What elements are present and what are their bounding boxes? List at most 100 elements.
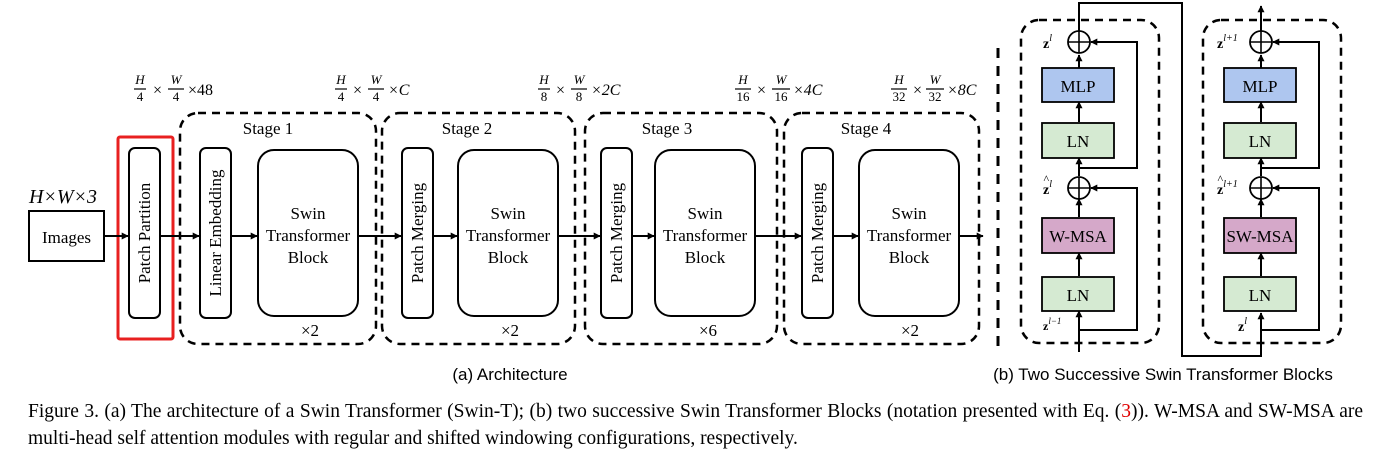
swmsa-label: SW-MSA xyxy=(1226,227,1294,246)
patch-merging-box-stage-2 xyxy=(401,147,434,319)
patch-merging-box-stage-3 xyxy=(600,147,633,319)
svg-text:×2C: ×2C xyxy=(591,82,621,99)
figure-caption: Figure 3. (a) The architecture of a Swin… xyxy=(28,398,1363,452)
svg-text:4: 4 xyxy=(373,89,380,104)
svg-text:W: W xyxy=(371,72,383,87)
z-hat-label: zl+1 xyxy=(1217,179,1238,198)
swin-architecture-diagram: H×W×3 Images Patch Partition Stage 1 Sta… xyxy=(28,2,1343,384)
swin-block-label-line-2: Transformer xyxy=(663,226,748,245)
hat-accent: ^ xyxy=(1044,172,1050,186)
swin-block-label-line-2: Transformer xyxy=(867,226,952,245)
swin-block-label-line-1: Swin xyxy=(291,204,326,223)
output-dims-stage-4: H 32 × W 32 ×8C xyxy=(891,72,977,104)
svg-text:×: × xyxy=(556,82,565,99)
stage-4-container xyxy=(782,111,981,346)
stage-1-repeat: ×2 xyxy=(301,321,319,340)
images-box xyxy=(28,210,105,262)
mlp-box xyxy=(1223,67,1297,103)
ln-box xyxy=(1041,276,1115,312)
svg-text:×: × xyxy=(913,82,922,99)
z-out-label: zl xyxy=(1043,33,1052,52)
caption-text-2: )). W-MSA and SW-MSA are multi-head self… xyxy=(28,401,1363,449)
patch-merging-box-stage-4 xyxy=(801,147,834,319)
svg-text:32: 32 xyxy=(929,89,942,104)
linear-embedding-box xyxy=(199,147,232,319)
z-in-label: zl−1 xyxy=(1043,316,1061,333)
ln-box xyxy=(1223,276,1297,312)
svg-text:4: 4 xyxy=(137,89,144,104)
input-dims-label: H×W×3 xyxy=(28,186,97,208)
ln-label: LN xyxy=(1249,132,1272,151)
equation-reference-link[interactable]: 3 xyxy=(1121,401,1132,422)
ln-box xyxy=(1041,122,1115,159)
linear-embedding-label: Linear Embedding xyxy=(206,169,225,296)
swin-block-label-line-1: Swin xyxy=(688,204,723,223)
stage-2-title: Stage 2 xyxy=(442,119,493,138)
stage-3-repeat: ×6 xyxy=(699,321,717,340)
svg-text:×8C: ×8C xyxy=(947,82,977,99)
svg-text:8: 8 xyxy=(576,89,583,104)
output-dims-stage-3: H 16 × W 16 ×4C xyxy=(735,72,823,104)
stage-3-container xyxy=(583,111,779,346)
svg-text:H: H xyxy=(335,72,346,87)
ln-label: LN xyxy=(1067,286,1090,305)
svg-text:W: W xyxy=(171,72,183,87)
patch-merging-label: Patch Merging xyxy=(808,182,827,283)
block-2-container xyxy=(1201,18,1343,345)
swin-block-box-stage-2 xyxy=(457,149,559,317)
output-dims-stage-1: H 4 × W 4 ×C xyxy=(335,72,410,104)
wmsa-label: W-MSA xyxy=(1049,227,1107,246)
swin-block-label-line-3: Block xyxy=(288,248,329,267)
swin-block-box-stage-4 xyxy=(858,149,960,317)
patch-partition-highlight xyxy=(116,135,175,341)
svg-text:16: 16 xyxy=(775,89,789,104)
stage-1-container xyxy=(178,111,378,346)
patch-partition-box xyxy=(128,147,161,319)
svg-text:W: W xyxy=(574,72,586,87)
svg-text:4: 4 xyxy=(338,89,345,104)
block-1: MLP LN W-MSA LN zl zl ^ zl−1 xyxy=(1041,2,1265,357)
svg-text:H: H xyxy=(538,72,549,87)
svg-text:16: 16 xyxy=(737,89,751,104)
blocks-subcaption: (b) Two Successive Swin Transformer Bloc… xyxy=(993,365,1333,384)
swin-block-label-line-2: Transformer xyxy=(466,226,551,245)
svg-text:H: H xyxy=(134,72,145,87)
mlp-box xyxy=(1041,67,1115,103)
svg-text:4: 4 xyxy=(173,89,180,104)
swin-block-label-line-3: Block xyxy=(685,248,726,267)
svg-text:×48: ×48 xyxy=(188,82,213,99)
z-in-label: zl xyxy=(1238,316,1247,335)
patch-partition-label: Patch Partition xyxy=(135,182,154,283)
swin-block-label-line-3: Block xyxy=(488,248,529,267)
output-dims-patch-partition: H 4 × W 4 ×48 xyxy=(134,72,213,104)
svg-text:H: H xyxy=(737,72,748,87)
svg-text:32: 32 xyxy=(893,89,906,104)
patch-merging-label: Patch Merging xyxy=(607,182,626,283)
ln-box xyxy=(1223,122,1297,159)
svg-text:×: × xyxy=(353,82,362,99)
swin-block-label-line-1: Swin xyxy=(491,204,526,223)
swin-block-box-stage-3 xyxy=(654,149,756,317)
block-1-container xyxy=(1019,18,1161,345)
mlp-label: MLP xyxy=(1243,77,1278,96)
ln-label: LN xyxy=(1067,132,1090,151)
hat-accent: ^ xyxy=(1218,172,1224,186)
ln-label: LN xyxy=(1249,286,1272,305)
svg-text:W: W xyxy=(776,72,788,87)
svg-text:8: 8 xyxy=(541,89,548,104)
mlp-label: MLP xyxy=(1061,77,1096,96)
stage-1-title: Stage 1 xyxy=(243,119,294,138)
svg-text:W: W xyxy=(930,72,942,87)
stage-4-repeat: ×2 xyxy=(901,321,919,340)
architecture-subcaption: (a) Architecture xyxy=(452,365,567,384)
caption-text-1: Figure 3. (a) The architecture of a Swin… xyxy=(28,401,1122,422)
svg-text:×: × xyxy=(757,82,766,99)
stage-2-repeat: ×2 xyxy=(501,321,519,340)
svg-text:×4C: ×4C xyxy=(793,82,823,99)
stage-4-title: Stage 4 xyxy=(841,119,892,138)
svg-text:×C: ×C xyxy=(388,82,410,99)
svg-text:×: × xyxy=(153,82,162,99)
svg-text:H: H xyxy=(893,72,904,87)
swin-block-label-line-1: Swin xyxy=(892,204,927,223)
swin-block-label-line-3: Block xyxy=(889,248,930,267)
